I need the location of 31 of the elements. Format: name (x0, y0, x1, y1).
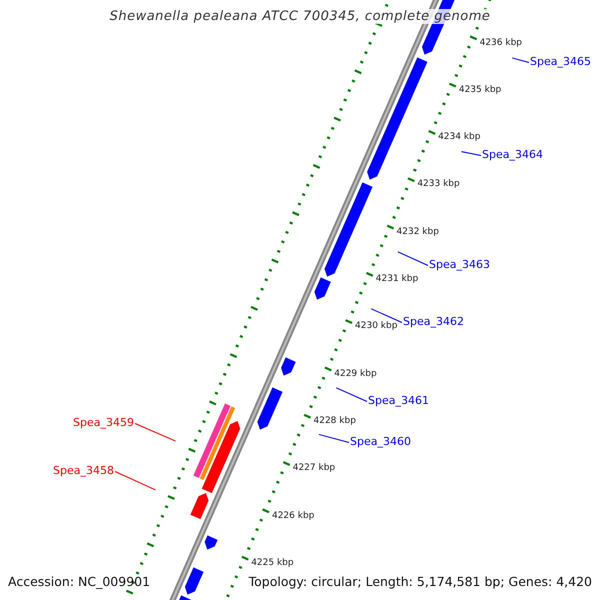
gene-label: Spea_3461 (368, 394, 429, 407)
leader-line (512, 57, 530, 63)
tick-label: 4232 kbp (396, 226, 439, 237)
tick-label: 4235 kbp (458, 84, 502, 95)
leader-line (370, 308, 402, 323)
tick-label: 4234 kbp (438, 132, 480, 142)
map-title: Shewanella pealeana ATCC 700345, complete genome (108, 9, 492, 24)
leader-line (460, 151, 482, 156)
leader-line (134, 423, 176, 442)
tick-label: 4229 kbp (334, 368, 377, 379)
leader-line (397, 251, 428, 266)
tick-label: 4233 kbp (417, 179, 460, 190)
gene-label: Spea_3458 (53, 464, 114, 477)
footer-text: Accession: NC_009901 (8, 574, 150, 589)
tick-label: 4230 kbp (355, 321, 398, 332)
tick-label: 4236 kbp (480, 38, 522, 48)
tick-label: 4228 kbp (314, 416, 356, 426)
gene-label: Spea_3462 (403, 315, 464, 328)
tick-label: 4226 kbp (272, 510, 314, 521)
tick-label: 4231 kbp (376, 274, 418, 284)
leader-line (336, 387, 368, 402)
gene-label: Spea_3464 (482, 148, 543, 161)
gene-label: Spea_3465 (530, 55, 591, 68)
tick-label: 4227 kbp (292, 463, 336, 474)
gene-label: Spea_3459 (73, 416, 134, 429)
gene-label: Spea_3463 (429, 258, 490, 271)
leader-line (114, 471, 156, 490)
leader-line (318, 434, 350, 443)
tick-label: 4225 kbp (251, 558, 294, 568)
footer-text: Topology: circular; Length: 5,174,581 bp; Genes: 4,420 (248, 574, 592, 589)
gene-label: Spea_3460 (350, 435, 411, 448)
